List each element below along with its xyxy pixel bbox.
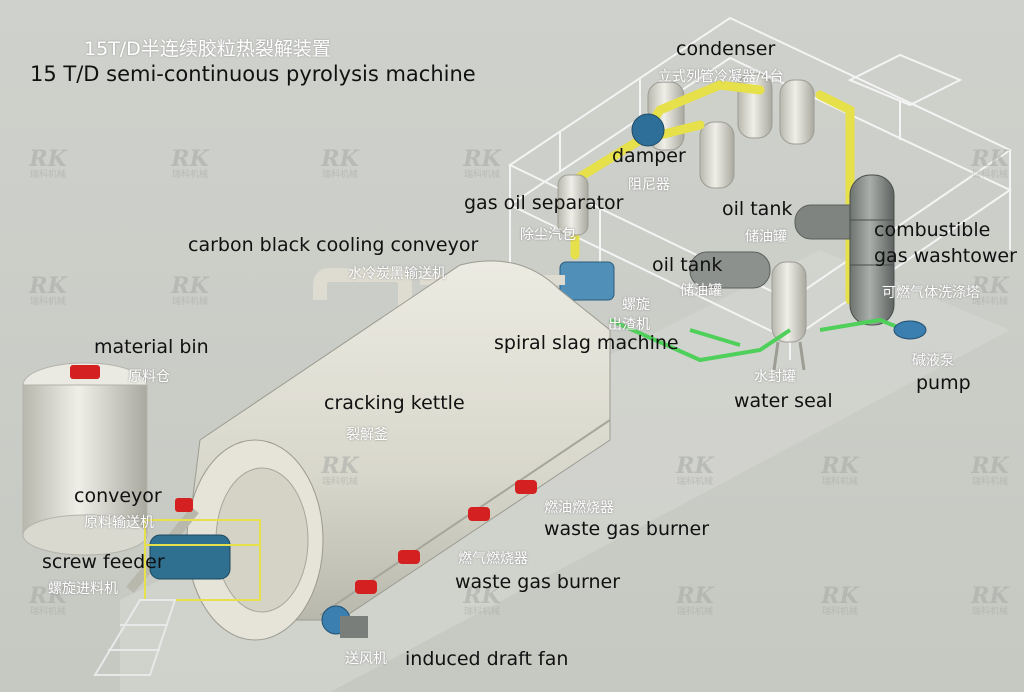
label-carbon-black-conveyor: carbon black cooling conveyor — [188, 234, 479, 256]
label-gas-oil-separator-cn: 除尘汽包 — [520, 227, 576, 243]
label-spiral-slag-cn-2: 出渣机 — [608, 317, 650, 333]
label-condenser-cn: 立式列管冷凝器/4台 — [658, 69, 784, 85]
label-burner-1-cn: 燃油燃烧器 — [544, 500, 614, 516]
label-conveyor-cn: 原料输送机 — [84, 515, 154, 531]
label-water-seal: water seal — [734, 390, 833, 412]
label-cracking-kettle: cracking kettle — [324, 392, 465, 414]
label-spiral-slag-cn-1: 螺旋 — [622, 297, 650, 313]
label-pump-cn: 碱液泵 — [912, 353, 954, 369]
induced-draft-fan — [321, 605, 368, 638]
gas-washtower — [849, 174, 895, 326]
label-water-seal-cn: 水封罐 — [754, 369, 796, 385]
label-material-bin: material bin — [94, 336, 209, 358]
label-gas-oil-separator: gas oil separator — [464, 192, 624, 214]
feeder-assembly — [93, 498, 261, 676]
label-burner-2-cn: 燃气燃烧器 — [458, 551, 528, 567]
oil-tanks — [689, 204, 866, 289]
label-spiral-slag: spiral slag machine — [494, 332, 679, 354]
label-oil-tank-lower-cn: 储油罐 — [680, 283, 722, 299]
damper-vessel — [631, 113, 665, 147]
label-burner-1: waste gas burner — [544, 518, 710, 540]
label-washtower-line1: combustible — [874, 219, 991, 241]
label-condenser: condenser — [676, 38, 776, 60]
title-chinese: 15T/D半连续胶粒热裂解装置 — [84, 38, 331, 60]
spiral-slag-machine — [559, 261, 615, 301]
water-seal-tank — [771, 261, 807, 371]
gas-oil-separator-vessel — [557, 174, 589, 236]
label-induced-draft-fan-cn: 送风机 — [345, 651, 387, 667]
burners — [355, 480, 537, 594]
label-screw-feeder: screw feeder — [42, 551, 165, 573]
label-conveyor: conveyor — [74, 485, 162, 507]
label-oil-tank-upper-cn: 储油罐 — [745, 229, 787, 245]
material-bin — [22, 362, 148, 556]
label-screw-feeder-cn: 螺旋进料机 — [48, 581, 118, 597]
label-cracking-kettle-cn: 裂解釜 — [346, 427, 388, 443]
label-washtower-cn: 可燃气体洗涤塔 — [882, 285, 980, 301]
alkali-pump — [893, 320, 927, 340]
label-carbon-black-conveyor-cn: 水冷炭黑输送机 — [348, 266, 446, 282]
label-washtower-line2: gas washtower — [874, 245, 1017, 267]
label-oil-tank-upper: oil tank — [722, 198, 793, 220]
label-material-bin-cn: 原料仓 — [128, 369, 170, 385]
label-induced-draft-fan: induced draft fan — [405, 648, 569, 670]
label-burner-2: waste gas burner — [455, 571, 621, 593]
label-pump: pump — [916, 372, 971, 394]
title-english: 15 T/D semi-continuous pyrolysis machine — [30, 62, 476, 86]
label-damper: damper — [612, 145, 686, 167]
label-oil-tank-lower: oil tank — [652, 254, 723, 276]
label-damper-cn: 阻尼器 — [628, 177, 670, 193]
